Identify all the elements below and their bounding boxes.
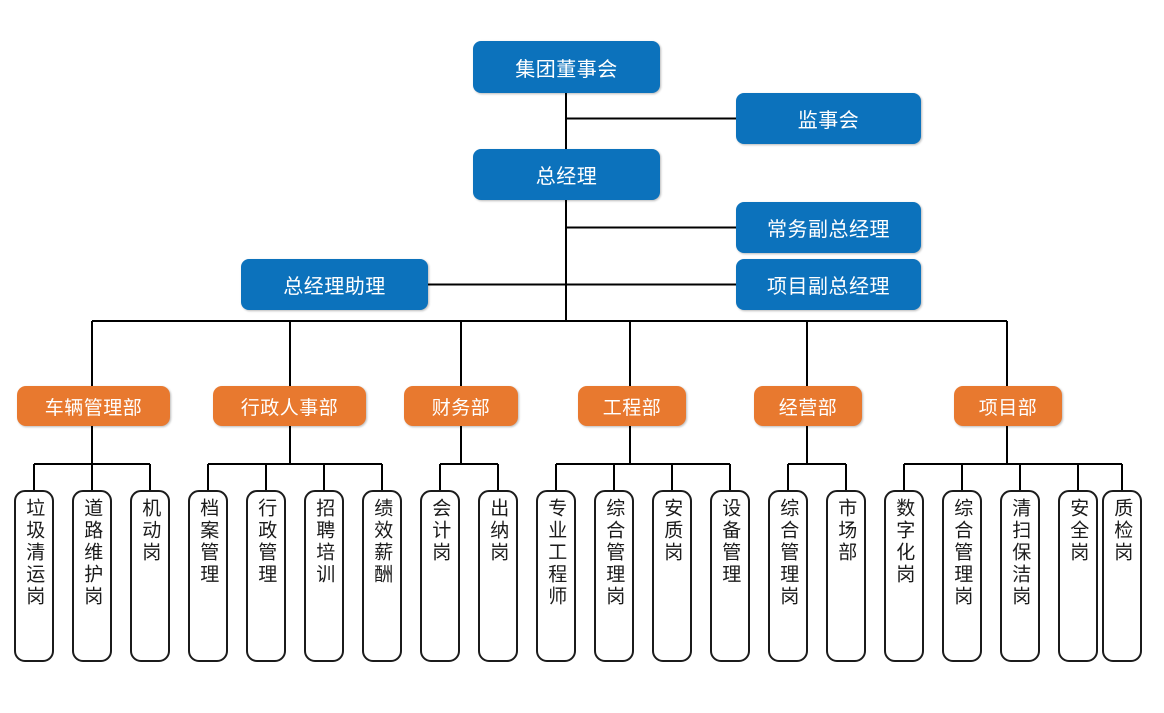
- position-label: 安全岗: [1067, 498, 1090, 564]
- position-label: 市场部: [835, 498, 858, 564]
- node-pos-10[interactable]: 综合管理岗: [594, 490, 634, 662]
- node-finance[interactable]: 财务部: [404, 386, 518, 426]
- node-supervisor[interactable]: 监事会: [736, 93, 921, 144]
- position-label: 绩效薪酬: [371, 498, 394, 586]
- executive-label: 监事会: [797, 108, 860, 132]
- node-gm-assistant[interactable]: 总经理助理: [241, 259, 428, 310]
- node-project[interactable]: 项目部: [954, 386, 1062, 426]
- node-pos-7[interactable]: 会计岗: [420, 490, 460, 662]
- position-label: 道路维护岗: [81, 498, 104, 608]
- position-label: 招聘培训: [313, 498, 336, 586]
- node-pos-1[interactable]: 道路维护岗: [72, 490, 112, 662]
- department-label: 财务部: [431, 396, 491, 419]
- node-pos-8[interactable]: 出纳岗: [478, 490, 518, 662]
- executive-label: 项目副总经理: [767, 274, 890, 298]
- position-label: 垃圾清运岗: [23, 498, 46, 608]
- node-board[interactable]: 集团董事会: [473, 41, 660, 93]
- position-label: 综合管理岗: [951, 498, 974, 608]
- node-pos-16[interactable]: 综合管理岗: [942, 490, 982, 662]
- position-label: 机动岗: [139, 498, 162, 564]
- position-label: 数字化岗: [893, 498, 916, 586]
- position-label: 综合管理岗: [603, 498, 626, 608]
- executive-label: 常务副总经理: [767, 217, 890, 241]
- node-pos-4[interactable]: 行政管理: [246, 490, 286, 662]
- position-label: 档案管理: [197, 498, 220, 586]
- department-label: 项目部: [978, 396, 1038, 419]
- node-project-vp[interactable]: 项目副总经理: [736, 259, 921, 310]
- position-label: 行政管理: [255, 498, 278, 586]
- position-label: 会计岗: [429, 498, 452, 564]
- node-operation[interactable]: 经营部: [754, 386, 862, 426]
- node-pos-17[interactable]: 清扫保洁岗: [1000, 490, 1040, 662]
- node-pos-13[interactable]: 综合管理岗: [768, 490, 808, 662]
- position-label: 质检岗: [1111, 498, 1134, 564]
- executive-label: 集团董事会: [515, 56, 618, 81]
- department-label: 经营部: [778, 396, 838, 419]
- node-gm[interactable]: 总经理: [473, 149, 660, 200]
- position-label: 清扫保洁岗: [1009, 498, 1032, 608]
- node-pos-9[interactable]: 专业工程师: [536, 490, 576, 662]
- executive-label: 总经理: [535, 164, 598, 188]
- node-pos-11[interactable]: 安质岗: [652, 490, 692, 662]
- department-label: 车辆管理部: [44, 396, 143, 419]
- node-pos-12[interactable]: 设备管理: [710, 490, 750, 662]
- node-exec-vp[interactable]: 常务副总经理: [736, 202, 921, 253]
- node-pos-18[interactable]: 安全岗: [1058, 490, 1098, 662]
- node-pos-15[interactable]: 数字化岗: [884, 490, 924, 662]
- node-admin-hr[interactable]: 行政人事部: [213, 386, 366, 426]
- node-pos-3[interactable]: 档案管理: [188, 490, 228, 662]
- executive-label: 总经理助理: [283, 274, 386, 298]
- node-pos-6[interactable]: 绩效薪酬: [362, 490, 402, 662]
- node-vehicle[interactable]: 车辆管理部: [17, 386, 170, 426]
- position-label: 设备管理: [719, 498, 742, 586]
- department-label: 行政人事部: [240, 396, 339, 419]
- node-engineer[interactable]: 工程部: [578, 386, 686, 426]
- node-pos-19[interactable]: 质检岗: [1102, 490, 1142, 662]
- position-label: 专业工程师: [545, 498, 568, 608]
- position-label: 安质岗: [661, 498, 684, 564]
- department-label: 工程部: [602, 396, 662, 419]
- position-label: 综合管理岗: [777, 498, 800, 608]
- position-label: 出纳岗: [487, 498, 510, 564]
- node-pos-0[interactable]: 垃圾清运岗: [14, 490, 54, 662]
- node-pos-14[interactable]: 市场部: [826, 490, 866, 662]
- node-pos-5[interactable]: 招聘培训: [304, 490, 344, 662]
- node-pos-2[interactable]: 机动岗: [130, 490, 170, 662]
